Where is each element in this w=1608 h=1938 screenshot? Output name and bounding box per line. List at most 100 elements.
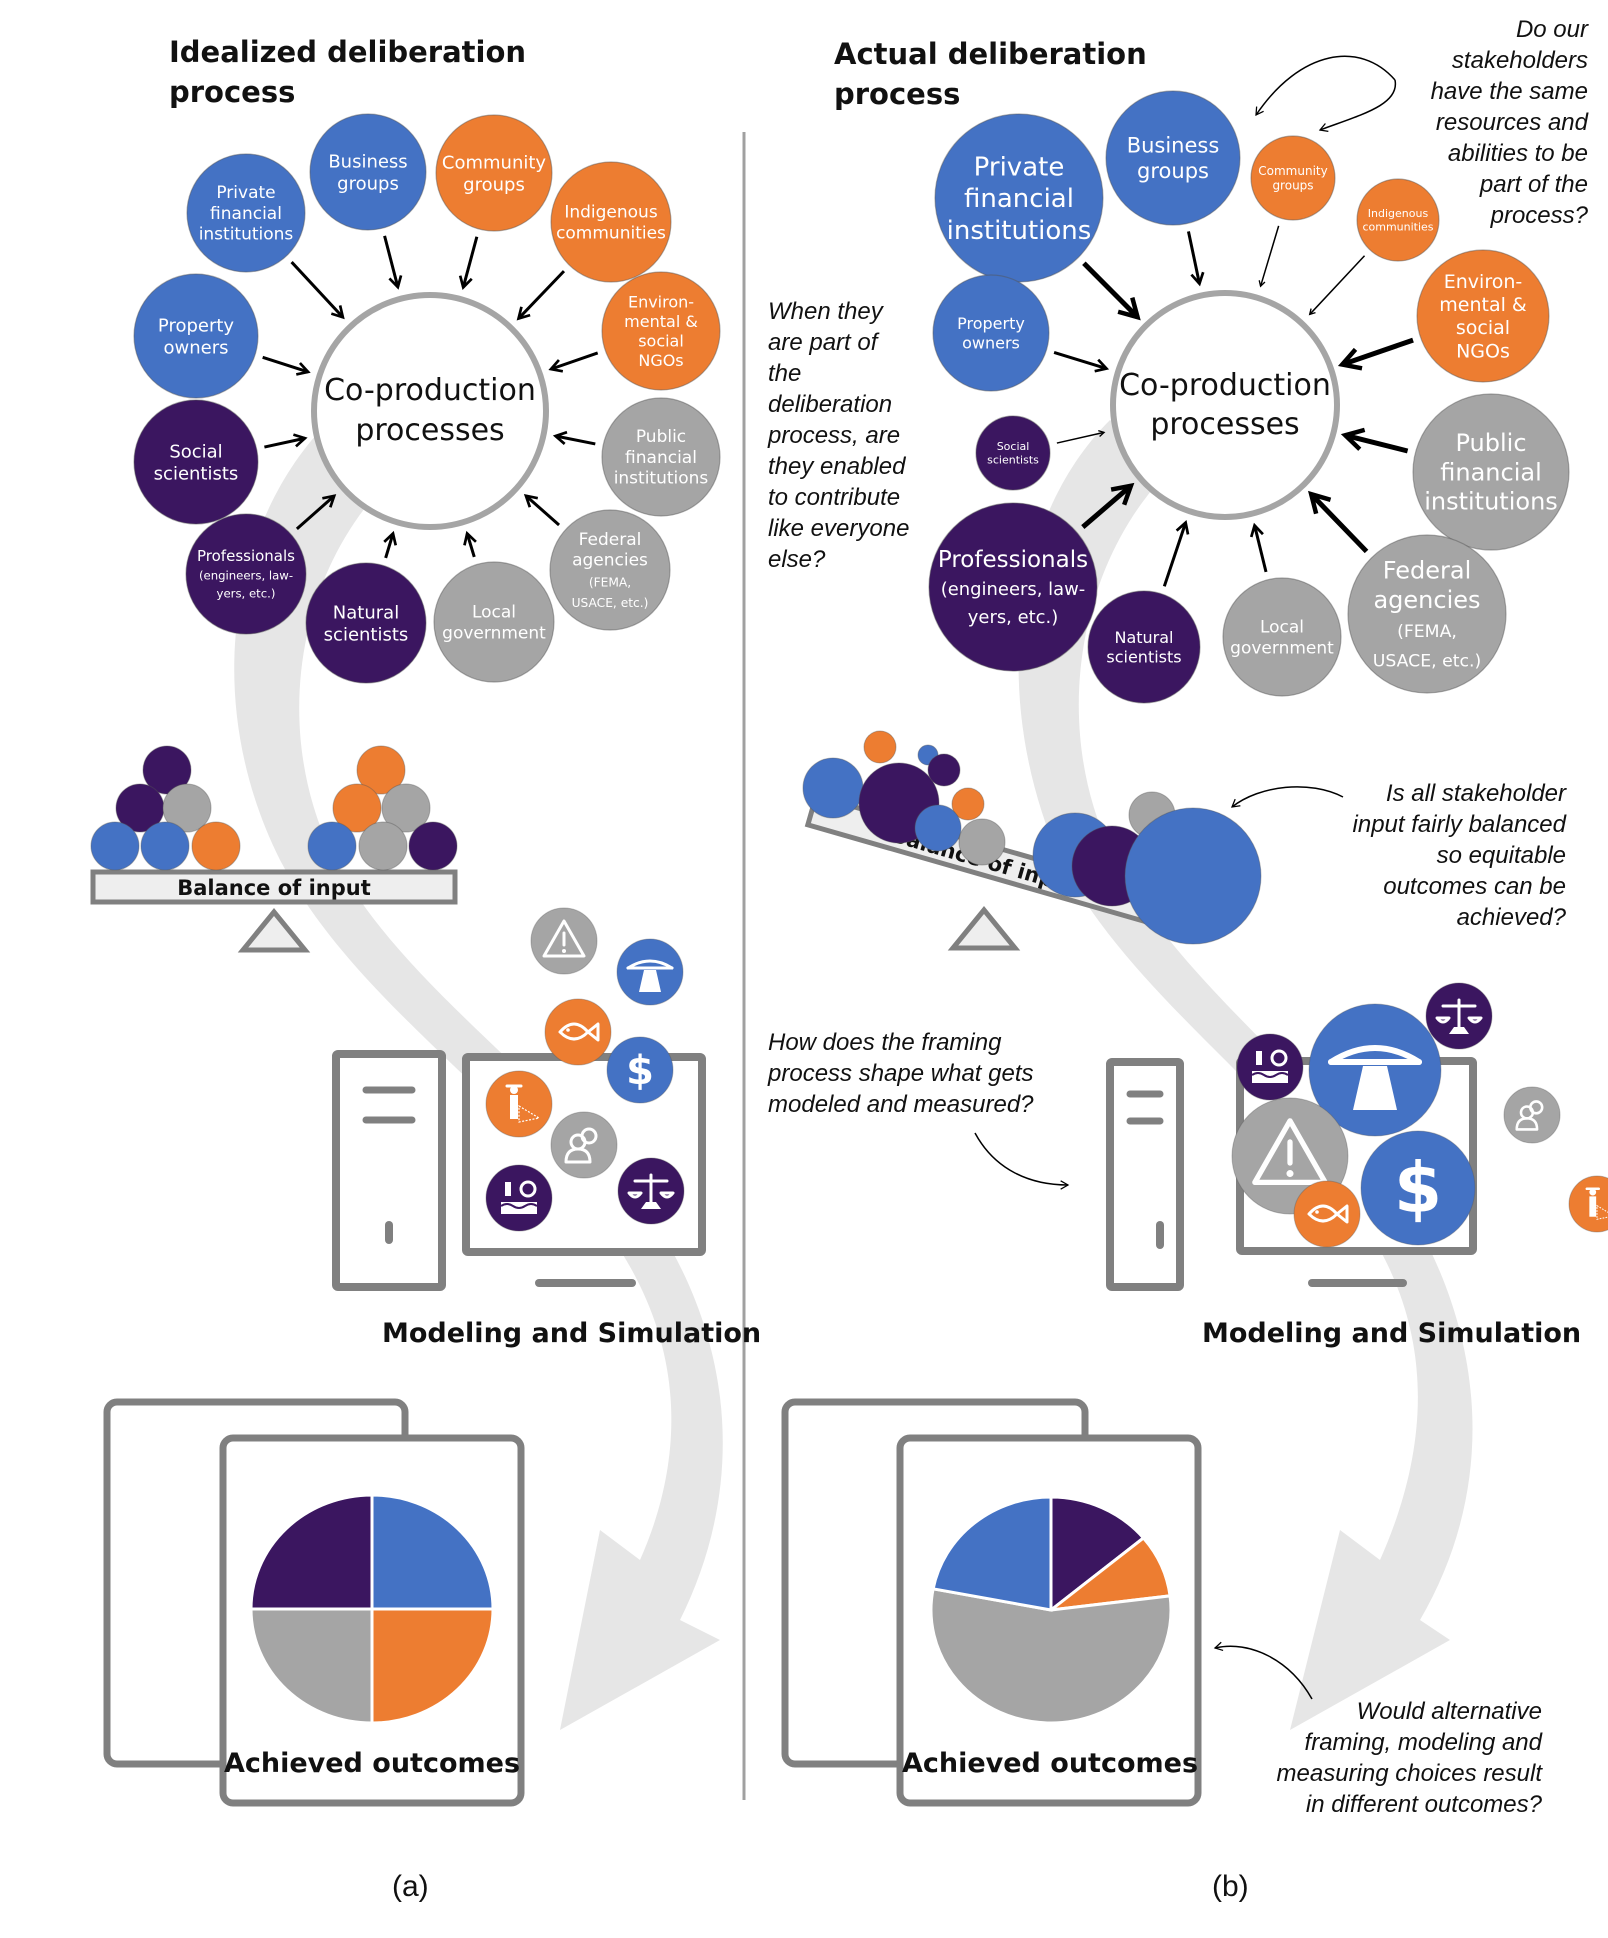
svg-text:$: $ <box>626 1048 654 1094</box>
input-ball <box>90 821 140 871</box>
input-arrow <box>262 355 311 376</box>
modeling-icons-a: $ <box>485 907 685 1232</box>
input-arrow <box>523 493 561 527</box>
fisherman-icon <box>1568 1175 1608 1233</box>
stakeholder-label: Environ- <box>1444 271 1523 293</box>
stakeholder-label: financial <box>625 448 697 468</box>
stakeholder-label: communities <box>1362 221 1433 234</box>
modeling-icons-b: $ <box>1231 982 1608 1248</box>
stakeholder-label: institutions <box>1424 488 1558 516</box>
coproduction-label-line1: Co-production <box>324 373 536 408</box>
input-arrow <box>1082 261 1141 321</box>
stakeholder-label: Community <box>442 152 547 173</box>
stakeholder-label: Property <box>158 315 235 336</box>
stakeholder-label: Indigenous <box>1368 207 1429 220</box>
warning-icon <box>530 907 598 975</box>
input-ball <box>140 821 190 871</box>
input-ball <box>863 730 897 764</box>
stakeholder-label: USACE, etc.) <box>572 596 649 610</box>
stakeholder-label: social <box>1456 317 1510 339</box>
stakeholder-circle <box>975 415 1051 491</box>
stakeholder-label: Professionals <box>197 547 295 565</box>
stakeholder-label: Public <box>1455 429 1526 457</box>
pie-chart-b <box>929 1495 1173 1725</box>
input-ball <box>1124 807 1262 945</box>
stakeholder-circle <box>133 273 259 399</box>
stakeholder-circle <box>186 153 306 273</box>
stakeholder-label: scientists <box>987 454 1039 467</box>
balance-label: Balance of input <box>177 876 371 900</box>
stakeholder-label: social <box>638 331 684 350</box>
input-ball <box>951 787 985 821</box>
stakeholder-label: agencies <box>1373 586 1480 614</box>
pollution-icon <box>1236 1033 1304 1101</box>
dollar-icon: $ <box>1360 1130 1476 1246</box>
stakeholder-professionals: Professionals(engineers, law-yers, etc.) <box>185 494 337 635</box>
input-ball <box>358 821 408 871</box>
stakeholder-label: NGOs <box>638 351 683 370</box>
input-arrow <box>463 530 477 558</box>
input-arrow <box>1056 429 1106 444</box>
stakeholder-label: institutions <box>199 225 294 245</box>
stakeholder-label: institutions <box>947 216 1092 246</box>
justice-scales-icon <box>617 1157 685 1225</box>
stakeholder-label: scientists <box>324 624 409 645</box>
stakeholder-label: owners <box>962 333 1020 352</box>
outcome-cards-a: Achieved outcomes <box>103 1398 525 1807</box>
stakeholder-label: government <box>1230 638 1334 658</box>
stakeholder-label: financial <box>210 204 282 224</box>
pie-slice <box>370 1493 495 1611</box>
stakeholder-label: (FEMA, <box>1397 622 1457 642</box>
input-arrow <box>1337 337 1414 371</box>
stakeholder-label: yers, etc.) <box>968 607 1058 628</box>
balance-fulcrum <box>947 906 1021 951</box>
stakeholder-label: Social <box>997 440 1030 453</box>
input-arrow <box>1249 522 1268 573</box>
question-enabled: When they are part of the deliberation p… <box>768 298 910 573</box>
input-arrow <box>290 261 345 320</box>
stakeholder-label: institutions <box>614 469 709 489</box>
stakeholder-label: Private <box>216 183 275 203</box>
input-ball <box>408 821 458 871</box>
stakeholder-label: groups <box>1272 179 1313 193</box>
stakeholder-label: Environ- <box>628 292 694 311</box>
stakeholder-circle <box>601 397 721 517</box>
question-framing: How does the framing process shape what … <box>768 1029 1034 1118</box>
stakeholder-label: Business <box>1127 134 1220 158</box>
stakeholder-label: scientists <box>154 463 239 484</box>
stakeholder-circle <box>185 513 307 635</box>
stakeholder-label: government <box>442 623 546 643</box>
input-arrow <box>1308 490 1369 554</box>
stakeholder-circle <box>601 271 721 391</box>
fisherman-icon <box>485 1070 553 1138</box>
panel-label-b: (b) <box>1212 1870 1249 1903</box>
question-balanced: Is all stakeholder input fairly balanced… <box>1352 780 1566 931</box>
input-ball <box>914 804 962 852</box>
stakeholder-label: communities <box>556 223 666 243</box>
panel-b-title: Actual deliberation process <box>834 37 1147 111</box>
fish-icon <box>544 998 612 1066</box>
stakeholder-label: Federal <box>1383 556 1472 584</box>
stakeholder-circle <box>433 561 555 683</box>
input-arrow <box>1162 520 1190 587</box>
justice-scales-icon <box>1425 982 1493 1050</box>
stakeholder-circle <box>305 562 427 684</box>
input-ball <box>958 818 1006 866</box>
input-arrow <box>1258 225 1280 288</box>
question-alternative: Would alternative framing, modeling and … <box>1276 1698 1542 1818</box>
input-arrow <box>1053 350 1110 373</box>
input-ball <box>191 821 241 871</box>
input-ball <box>356 745 406 795</box>
stakeholder-label: Social <box>169 441 222 462</box>
input-arrow <box>552 430 596 446</box>
